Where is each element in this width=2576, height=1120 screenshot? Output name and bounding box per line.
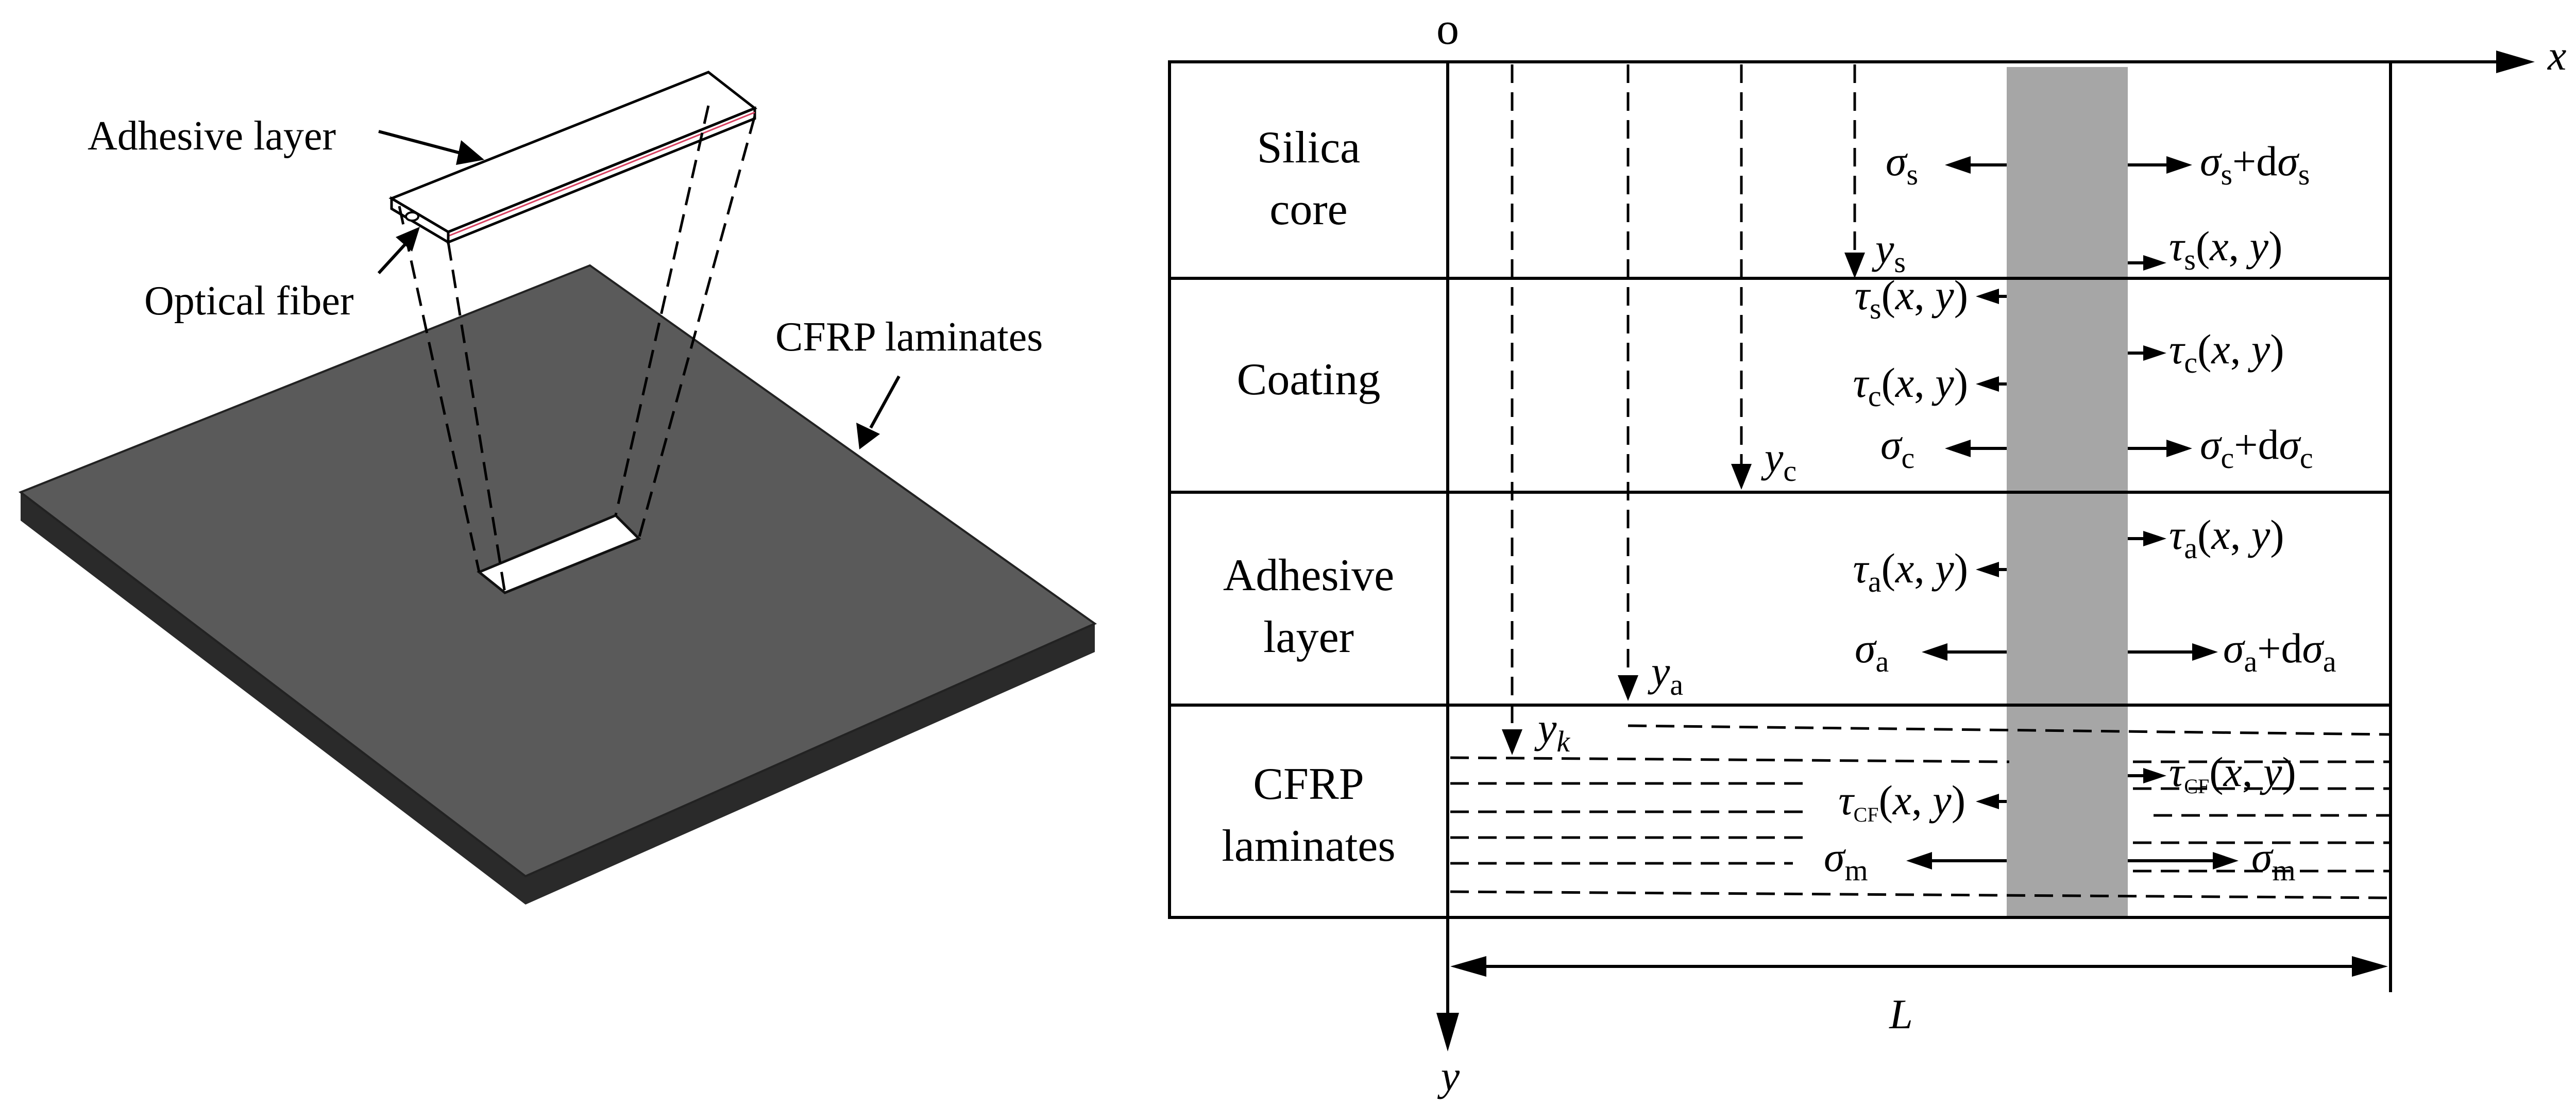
label-adhesive-layer: Adhesive layer <box>88 113 336 159</box>
right-force-labels: σs+dσs τs(x, y) τc(x, y) σc+dσc τa(x, y)… <box>2169 138 2336 887</box>
depth-label-yc: yc <box>1761 434 1797 488</box>
depth-label-ys: ys <box>1872 225 1906 279</box>
right-figure: o x y L Silica core Coating Adhesive lay… <box>1168 4 2566 1099</box>
fiber-end <box>405 211 419 222</box>
bar-stripe <box>448 111 755 237</box>
label-sigma-s-left: σs <box>1886 138 1918 191</box>
label-tau-a-left: τa(x, y) <box>1853 545 1968 598</box>
depth-arrows <box>1502 64 1865 755</box>
layer-label-coating: Coating <box>1237 355 1381 405</box>
cfrp-lamina-lines <box>1450 724 2391 899</box>
label-cfrp-laminates: CFRP laminates <box>775 314 1043 360</box>
y-axis-label: y <box>1437 1052 1460 1099</box>
x-axis-label: x <box>2547 32 2566 79</box>
depth-label-ya: ya <box>1648 648 1683 701</box>
label-optical-fiber: Optical fiber <box>144 278 353 324</box>
layer-label-cfrp-2: laminates <box>1222 821 1395 871</box>
dimension-length <box>1450 917 2392 992</box>
layer-label-silica-2: core <box>1269 185 1347 235</box>
label-tau-cf-left: τCF(x, y) <box>1838 777 1965 826</box>
label-sigma-c-left: σc <box>1880 421 1914 475</box>
label-tau-cf-right: τCF(x, y) <box>2169 748 2296 798</box>
label-sigma-c-right: σc+dσc <box>2200 421 2313 475</box>
label-tau-s-right: τs(x, y) <box>2169 223 2282 276</box>
label-sigma-s-right: σs+dσs <box>2200 138 2310 191</box>
label-sigma-m-right: σm <box>2251 833 2296 887</box>
layer-label-adhesive-1: Adhesive <box>1223 550 1394 600</box>
origin-label: o <box>1436 4 1459 54</box>
layer-label-cfrp-1: CFRP <box>1253 759 1364 809</box>
label-tau-s-coating: τs(x, y) <box>1855 272 1968 325</box>
left-force-arrows <box>1906 156 2007 870</box>
depth-label-yk: yk <box>1534 705 1570 758</box>
adhesive-bar <box>388 71 757 245</box>
label-tau-c-right: τc(x, y) <box>2169 326 2284 379</box>
plate-slot <box>477 514 641 594</box>
projection-lines <box>398 105 756 593</box>
layer-label-adhesive-2: layer <box>1263 612 1354 662</box>
layer-label-silica-1: Silica <box>1257 123 1360 173</box>
right-force-arrows <box>2128 156 2239 870</box>
layer-labels: Silica core Coating Adhesive layer CFRP … <box>1222 123 1395 871</box>
left-figure: Adhesive layer Optical fiber CFRP lamina… <box>18 71 1097 905</box>
leader-arrows <box>377 130 901 449</box>
label-sigma-a-right: σa+dσa <box>2223 625 2336 678</box>
length-label: L <box>1889 991 1913 1038</box>
left-force-labels: σs τs(x, y) τc(x, y) σc τa(x, y) σa τCF(… <box>1824 138 1968 887</box>
x-axis-arrowhead <box>2496 51 2535 73</box>
label-sigma-a-left: σa <box>1855 625 1889 678</box>
axes <box>1436 51 2535 1051</box>
bar-top <box>388 71 757 233</box>
label-tau-a-right: τa(x, y) <box>2169 511 2284 565</box>
label-tau-c-left: τc(x, y) <box>1853 359 1968 413</box>
cfrp-plate <box>18 264 1097 905</box>
label-sigma-m-left: σm <box>1824 833 1868 887</box>
y-axis-arrowhead <box>1436 1013 1459 1051</box>
